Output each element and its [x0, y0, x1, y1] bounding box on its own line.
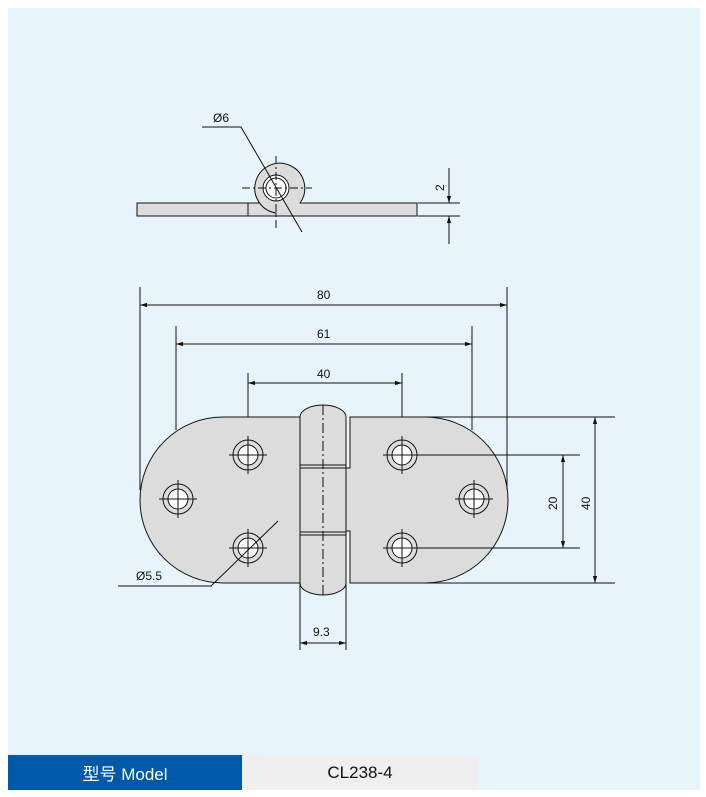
spacing-40-label: 40 [317, 367, 331, 381]
spacing-61-label: 61 [317, 327, 331, 341]
dimension-labels: Ø6 2 80 61 40 20 40 Ø5.5 9.3 [136, 111, 593, 639]
model-label: 型号 Model [8, 755, 242, 790]
pin-diameter-label: Ø6 [213, 111, 229, 125]
height-40-label: 40 [579, 496, 593, 510]
front-view [118, 287, 615, 650]
thickness-label: 2 [433, 184, 447, 191]
mounting-hole [229, 436, 267, 474]
drawing-panel [8, 8, 700, 790]
pin-diameter-leader [202, 126, 303, 233]
hole-diameter-label: Ø5.5 [136, 569, 162, 583]
model-bar: 型号 Model CL238-4 [8, 755, 478, 790]
mounting-hole [383, 529, 421, 567]
spacing-20-label: 20 [546, 496, 560, 510]
mounting-hole [455, 480, 493, 518]
knuckle-width-label: 9.3 [313, 625, 330, 639]
mounting-hole [229, 529, 267, 567]
length-80-label: 80 [317, 288, 331, 302]
hole-diameter-leader [118, 520, 279, 587]
mounting-hole [159, 480, 197, 518]
model-value: CL238-4 [242, 755, 478, 790]
top-view [136, 126, 460, 244]
